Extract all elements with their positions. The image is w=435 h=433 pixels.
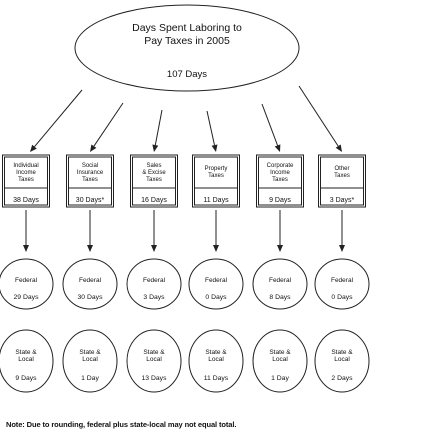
state-local-label: Local xyxy=(82,356,98,363)
state-local-label: Local xyxy=(272,356,288,363)
top-arrows xyxy=(30,85,342,152)
category-days: 3 Days* xyxy=(330,197,355,204)
federal-circle xyxy=(126,258,182,310)
category-label-line: Other xyxy=(334,166,349,172)
category-label-line: Property xyxy=(205,166,228,172)
state-local-label: State & xyxy=(205,349,227,356)
category-label-line: Social xyxy=(82,163,98,169)
category-label-line: Taxes xyxy=(334,173,350,179)
federal-days: 0 Days xyxy=(331,294,353,301)
arrow-to-federal xyxy=(87,210,93,252)
state-local-label: State & xyxy=(143,349,165,356)
federal-circle xyxy=(62,258,118,310)
federal-circle xyxy=(0,258,54,310)
state-local-circle xyxy=(252,329,308,393)
footnote: Note: Due to rounding, federal plus stat… xyxy=(6,420,237,429)
category-box-inner xyxy=(258,156,302,206)
category-box-inner xyxy=(194,156,238,206)
state-local-days: 11 Days xyxy=(204,375,229,382)
category-days: 30 Days* xyxy=(76,197,105,204)
category-label-line: Taxes xyxy=(82,177,98,183)
federal-circle xyxy=(252,258,308,310)
category-label-line: Income xyxy=(16,170,36,176)
category-box-inner xyxy=(320,156,364,206)
category-box-inner xyxy=(4,156,48,206)
state-local-label: State & xyxy=(269,349,291,356)
federal-label: Federal xyxy=(79,277,102,284)
top-arrow-1 xyxy=(30,89,83,152)
federal-days: 30 Days xyxy=(78,294,104,301)
category-label-line: Taxes xyxy=(146,177,162,183)
state-local-label: Local xyxy=(146,356,162,363)
federal-days: 8 Days xyxy=(269,294,291,301)
category-label-line: Insurance xyxy=(77,170,104,176)
state-local-days: 13 Days xyxy=(142,375,168,382)
state-local-label: State & xyxy=(331,349,353,356)
federal-days: 29 Days xyxy=(14,294,40,301)
state-local-label: Local xyxy=(334,356,350,363)
category-label-line: Taxes xyxy=(18,177,34,183)
top-ellipse xyxy=(74,4,300,92)
state-local-label: State & xyxy=(79,349,101,356)
federal-label: Federal xyxy=(331,277,354,284)
arrow-to-federal xyxy=(339,210,345,252)
state-local-circle xyxy=(314,329,370,393)
federal-label: Federal xyxy=(205,277,228,284)
arrow-to-federal xyxy=(151,210,157,252)
title-line-2: Pay Taxes in 2005 xyxy=(144,35,230,47)
state-local-circle xyxy=(0,329,54,393)
title-line-1: Days Spent Laboring to xyxy=(132,22,242,34)
federal-label: Federal xyxy=(15,277,38,284)
top-arrow-6 xyxy=(298,85,342,152)
category-days: 38 Days xyxy=(13,197,39,204)
total-days: 107 Days xyxy=(167,69,207,80)
federal-label: Federal xyxy=(269,277,292,284)
category-label-line: Taxes xyxy=(272,177,288,183)
top-arrow-5 xyxy=(261,103,281,152)
category-box-inner xyxy=(68,156,112,206)
federal-circle xyxy=(188,258,244,310)
category-label-line: Individual xyxy=(13,163,38,169)
top-arrow-3 xyxy=(152,109,163,152)
category-label-line: Taxes xyxy=(208,173,224,179)
federal-days: 0 Days xyxy=(205,294,227,301)
state-local-label: State & xyxy=(15,349,37,356)
state-local-days: 1 Day xyxy=(271,375,289,382)
category-days: 11 Days xyxy=(203,197,229,204)
federal-circle xyxy=(314,258,370,310)
state-local-circle xyxy=(188,329,244,393)
top-arrow-4 xyxy=(206,110,218,152)
state-local-circle xyxy=(126,329,182,393)
arrow-to-federal xyxy=(277,210,283,252)
state-local-label: Local xyxy=(208,356,224,363)
state-local-days: 1 Day xyxy=(81,375,99,382)
arrow-to-federal xyxy=(213,210,219,252)
category-days: 9 Days xyxy=(269,197,291,204)
category-label-line: Income xyxy=(270,170,290,176)
category-label-line: Corporate xyxy=(267,163,294,169)
top-arrow-2 xyxy=(90,102,124,152)
category-label-line: Sales xyxy=(146,163,161,169)
state-local-circle xyxy=(62,329,118,393)
arrow-to-federal xyxy=(23,210,29,252)
category-days: 16 Days xyxy=(141,197,167,204)
state-local-days: 2 Days xyxy=(331,375,353,382)
state-local-label: Local xyxy=(18,356,34,363)
state-local-days: 9 Days xyxy=(15,375,37,382)
top-ellipse-group: Days Spent Laboring to Pay Taxes in 2005… xyxy=(74,4,300,92)
category-label-line: & Excise xyxy=(142,170,166,176)
category-box-inner xyxy=(132,156,176,206)
federal-label: Federal xyxy=(143,277,166,284)
federal-days: 3 Days xyxy=(143,294,165,301)
